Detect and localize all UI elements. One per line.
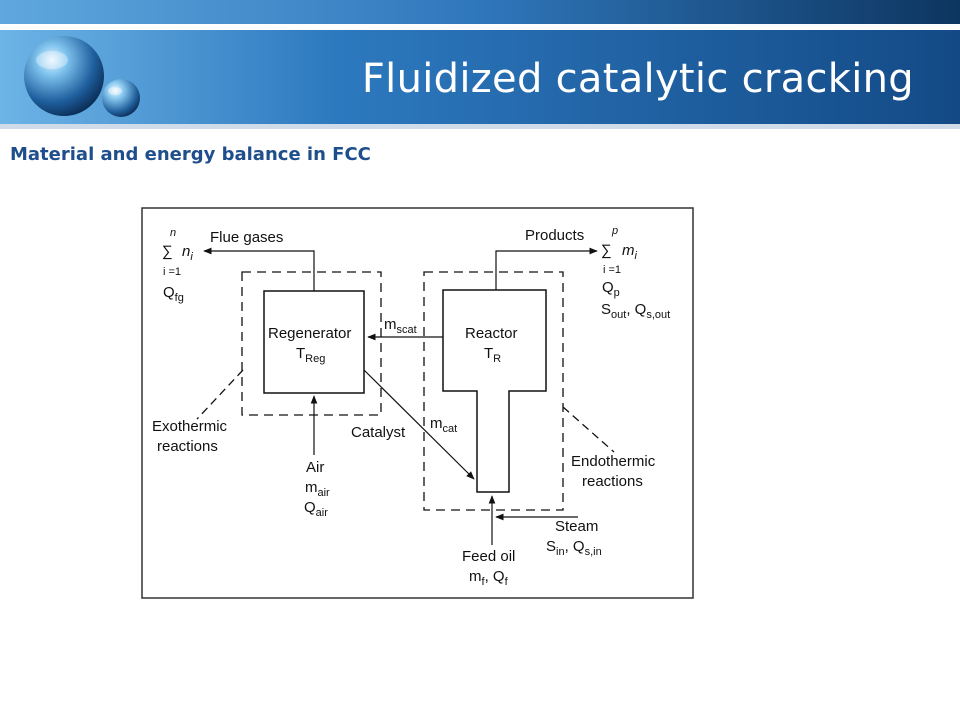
- air-label: Air: [306, 459, 324, 476]
- sphere-large-icon: [24, 36, 104, 116]
- sum-n-lower-limit: i =1: [163, 266, 181, 278]
- sphere-small-icon: [102, 79, 140, 117]
- reactor-vessel: [442, 289, 547, 493]
- header-title-band: [0, 30, 960, 127]
- sum-p-upper-limit: p: [611, 225, 618, 237]
- flue-gases-label: Flue gases: [210, 229, 283, 246]
- reactor-control-volume: [423, 271, 564, 511]
- sum-n-term: ni: [182, 243, 193, 263]
- s-in-q-s-in-label: Sin, Qs,in: [546, 538, 602, 558]
- s-out-q-s-out-label: Sout, Qs,out: [601, 301, 670, 321]
- feed-oil-label: Feed oil: [462, 548, 515, 565]
- t-r-label: TR: [484, 345, 501, 365]
- m-scat-label: mscat: [384, 316, 417, 336]
- header-top-bar: [0, 0, 960, 24]
- slide-subtitle: Material and energy balance in FCC: [10, 144, 371, 165]
- regenerator-vessel: [263, 290, 365, 394]
- regenerator-label: Regenerator: [268, 325, 351, 342]
- catalyst-label: Catalyst: [351, 424, 406, 441]
- q-air-label: Qair: [304, 499, 328, 519]
- sum-n-upper-limit: n: [170, 227, 176, 239]
- steam-label: Steam: [555, 518, 598, 535]
- header-banner: [0, 0, 960, 129]
- sum-p-term: mi: [622, 242, 638, 262]
- flue-gases-arrow: [203, 247, 315, 291]
- t-reg-label: TReg: [296, 345, 325, 365]
- products-label: Products: [525, 227, 584, 244]
- endothermic-leader: [562, 406, 615, 453]
- sum-n-symbol: ∑: [162, 243, 173, 260]
- endothermic-label-line1: Endothermic: [571, 453, 656, 470]
- endothermic-label-line2: reactions: [582, 473, 643, 490]
- diagram-frame: [141, 207, 694, 599]
- products-arrow: [495, 247, 598, 290]
- exothermic-label-line2: reactions: [157, 438, 218, 455]
- regenerator-control-volume: [241, 271, 382, 416]
- sum-p-lower-limit: i =1: [603, 264, 621, 276]
- reactor-label: Reactor: [465, 325, 518, 342]
- regenerated-catalyst-arrow: [363, 369, 475, 480]
- q-p-label: Qp: [602, 279, 620, 299]
- m-cat-label: mcat: [430, 415, 457, 435]
- exothermic-label-line1: Exothermic: [152, 418, 228, 435]
- slide-title: Fluidized catalytic cracking: [361, 56, 914, 102]
- m-f-q-f-label: mf, Qf: [469, 568, 509, 588]
- sum-p-symbol: ∑: [601, 242, 612, 259]
- m-air-label: mair: [305, 479, 330, 499]
- exothermic-leader: [196, 369, 244, 420]
- q-fg-label: Qfg: [163, 284, 184, 304]
